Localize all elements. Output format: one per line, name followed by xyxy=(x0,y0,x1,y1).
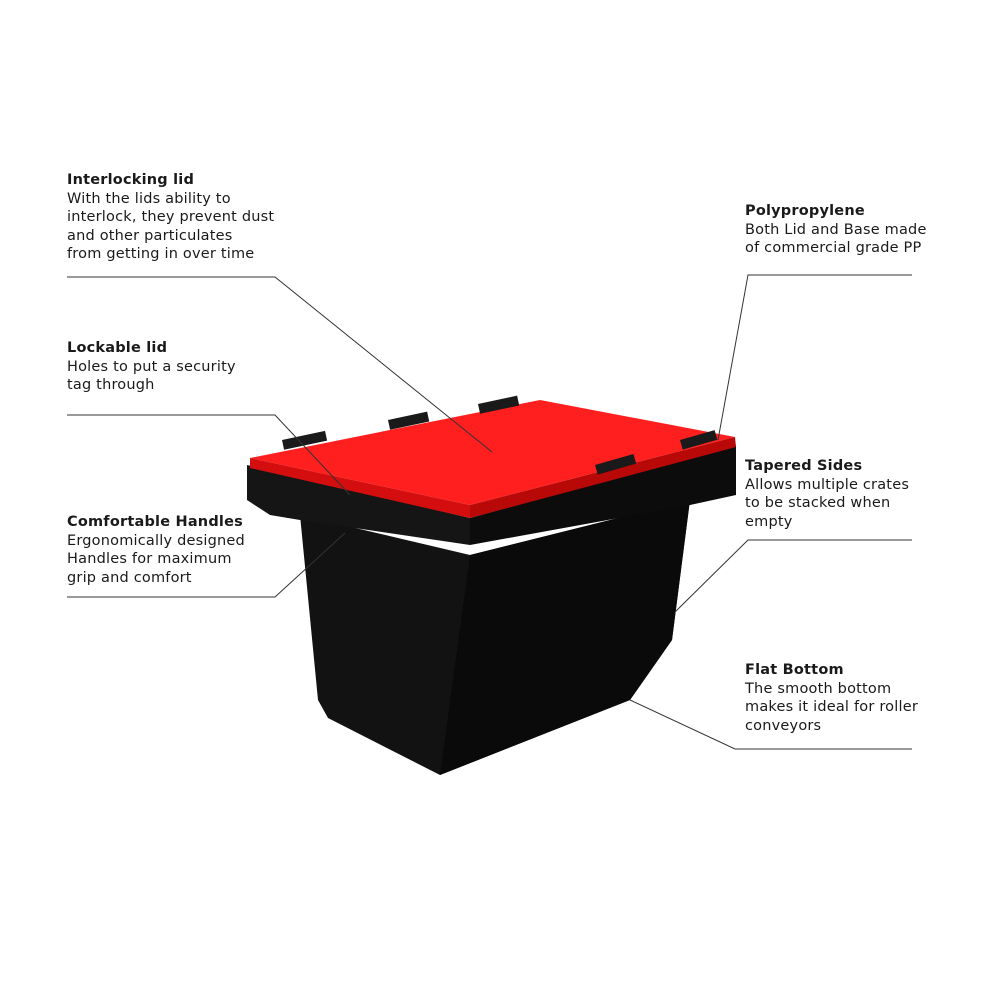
callout-description: The smooth bottom makes it ideal for rol… xyxy=(745,680,918,734)
callout-title: Flat Bottom xyxy=(745,662,844,678)
callout-title: Interlocking lid xyxy=(67,172,195,188)
crate-lid-top xyxy=(250,400,735,505)
crate-lid-front-left xyxy=(250,458,470,518)
callout-polypropylene: Polypropylene Both Lid and Base made of … xyxy=(745,202,927,258)
leader-lines xyxy=(67,274,912,750)
callout-title: Lockable lid xyxy=(67,340,168,356)
crate-rim-left xyxy=(247,465,470,545)
callout-interlocking-lid: Interlocking lid With the lids ability t… xyxy=(67,171,274,264)
callout-description: Allows multiple crates to be stacked whe… xyxy=(745,476,910,530)
callout-description: Both Lid and Base made of commercial gra… xyxy=(745,221,927,257)
callout-title: Tapered Sides xyxy=(745,458,863,474)
callout-flat-bottom: Flat Bottom The smooth bottom makes it i… xyxy=(745,661,918,735)
crate-lid-front-right xyxy=(470,437,736,518)
callout-comfortable-handles: Comfortable Handles Ergonomically design… xyxy=(67,513,245,587)
callout-tapered-sides: Tapered Sides Allows multiple crates to … xyxy=(745,457,909,531)
callout-title: Comfortable Handles xyxy=(67,514,243,530)
callout-title: Polypropylene xyxy=(745,203,865,219)
callout-lockable-lid: Lockable lid Holes to put a security tag… xyxy=(67,339,236,395)
crate-rim-right xyxy=(470,445,736,545)
callout-description: Ergonomically designed Handles for maxim… xyxy=(67,532,245,586)
crate-body-side xyxy=(440,500,690,775)
callout-description: With the lids ability to interlock, they… xyxy=(67,190,275,263)
callout-description: Holes to put a security tag through xyxy=(67,358,236,394)
